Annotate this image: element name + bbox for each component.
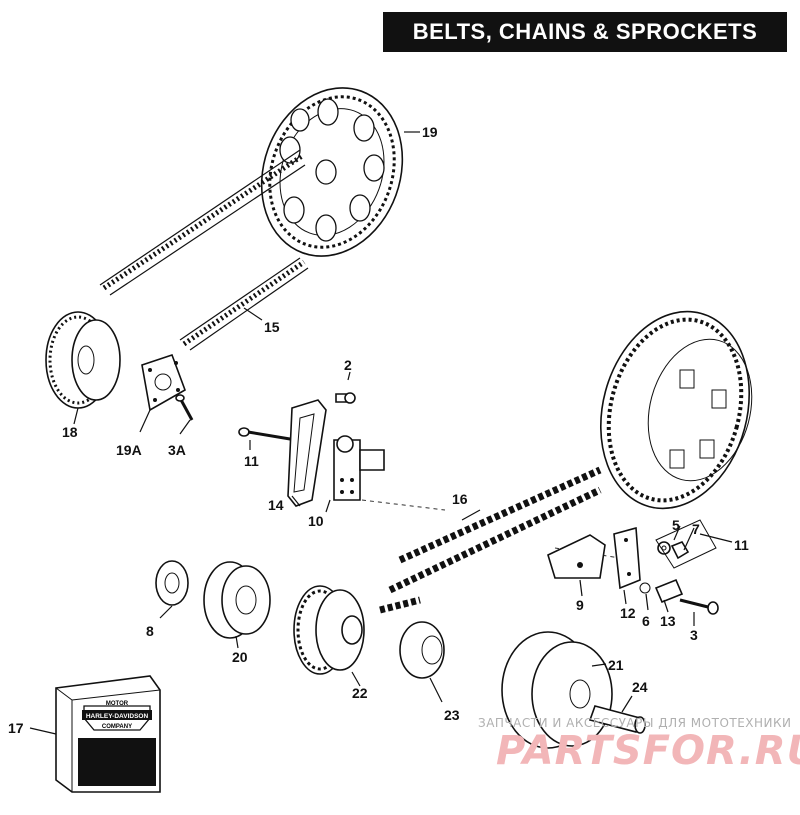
callout-19: 19 bbox=[422, 124, 438, 140]
nut-5 bbox=[657, 541, 671, 555]
callout-11-right: 11 bbox=[734, 537, 749, 553]
screw-2 bbox=[335, 392, 356, 404]
callout-8: 8 bbox=[146, 623, 154, 639]
logo-text-company: COMPANY bbox=[102, 724, 132, 730]
leader-lines bbox=[29, 131, 733, 735]
callout-23: 23 bbox=[444, 707, 460, 723]
primary-chain-16 bbox=[379, 466, 602, 614]
page-title: BELTS, CHAINS & SPROCKETS bbox=[383, 12, 787, 52]
callout-14: 14 bbox=[268, 497, 284, 513]
callout-22: 22 bbox=[352, 685, 368, 701]
callout-15: 15 bbox=[264, 319, 280, 335]
screw-3a bbox=[175, 394, 194, 421]
washer-8 bbox=[155, 560, 189, 606]
harley-davidson-logo: MOTOR HARLEY-DAVIDSON COMPANY bbox=[82, 701, 152, 731]
callout-12: 12 bbox=[620, 605, 636, 621]
watermark-tagline: ЗАПЧАСТИ И АКСЕССУАРЫ ДЛЯ МОТОТЕХНИКИ bbox=[478, 716, 792, 730]
extension-23 bbox=[399, 621, 445, 679]
callout-3: 3 bbox=[690, 627, 698, 643]
logo-text-brand: HARLEY-DAVIDSON bbox=[86, 713, 149, 720]
bracket-10 bbox=[333, 435, 385, 501]
callout-20: 20 bbox=[232, 649, 248, 665]
rear-pulley-19 bbox=[260, 87, 404, 257]
bolt-3 bbox=[679, 598, 719, 615]
callout-18: 18 bbox=[62, 424, 78, 440]
callout-5: 5 bbox=[672, 517, 680, 533]
callout-6: 6 bbox=[642, 613, 650, 629]
plate-19a bbox=[141, 353, 186, 412]
drive-belt-15 bbox=[99, 149, 309, 351]
shoe-9 bbox=[547, 534, 606, 579]
nut-7 bbox=[670, 541, 690, 560]
sprocket-22 bbox=[293, 585, 365, 675]
callouts: 19 15 18 19A 3A 2 11 14 10 16 5 7 11 9 1… bbox=[8, 124, 749, 736]
callout-19a: 19A bbox=[116, 442, 142, 458]
callout-13: 13 bbox=[660, 613, 676, 629]
plate-12 bbox=[613, 526, 641, 590]
callout-10: 10 bbox=[308, 513, 324, 529]
callout-11-left: 11 bbox=[244, 453, 259, 469]
adjuster-14 bbox=[287, 399, 327, 507]
hub-20 bbox=[203, 561, 271, 639]
watermark-logo: PARTSFOR.RU bbox=[496, 728, 800, 774]
manual-box-17 bbox=[55, 675, 161, 793]
callout-17: 17 bbox=[8, 720, 24, 736]
callout-16: 16 bbox=[452, 491, 468, 507]
logo-text-motor: MOTOR bbox=[106, 701, 129, 707]
bolt-11-left bbox=[238, 427, 297, 442]
callout-7: 7 bbox=[692, 521, 700, 537]
callout-24: 24 bbox=[632, 679, 648, 695]
front-sprocket-18 bbox=[45, 311, 121, 409]
callout-3a: 3A bbox=[168, 442, 186, 458]
lock-plate-13 bbox=[654, 578, 684, 604]
callout-9: 9 bbox=[576, 597, 584, 613]
callout-2: 2 bbox=[344, 357, 352, 373]
clutch-sprocket bbox=[599, 310, 753, 510]
clip-6 bbox=[639, 582, 651, 594]
callout-21: 21 bbox=[608, 657, 624, 673]
cover-21 bbox=[501, 631, 613, 749]
shaft-24 bbox=[588, 705, 646, 734]
